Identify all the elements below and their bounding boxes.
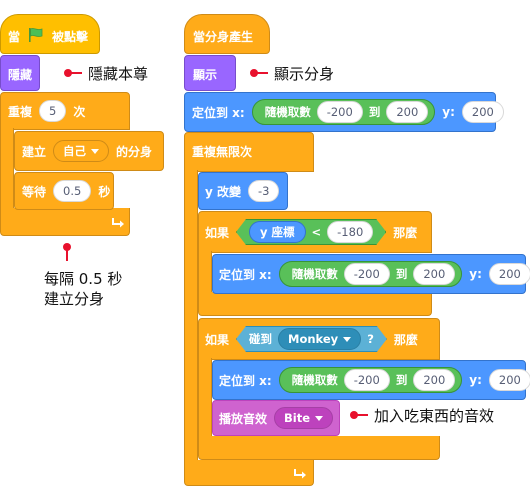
if-bottom-1 (198, 292, 432, 316)
repeat-unit: 次 (73, 104, 86, 119)
less-than-symbol: < (311, 225, 322, 239)
y-position-reporter[interactable]: y 座標 (249, 221, 306, 243)
touching-target-value: Monkey (288, 332, 339, 346)
forever-bottom (184, 460, 314, 486)
random-label-2: 隨機取數 (291, 267, 338, 281)
chevron-down-icon (91, 148, 100, 154)
pick-random-reporter-2[interactable]: 隨機取數 -200 到 200 (278, 261, 463, 287)
goto-label-2: 定位到 x: (219, 267, 272, 282)
clone-annotation-line2: 建立分身 (44, 290, 105, 308)
green-flag-icon (27, 26, 45, 47)
show-label: 顯示 (193, 68, 218, 82)
loop-arrow-icon (112, 218, 124, 228)
chevron-down-icon (343, 337, 351, 342)
repeat-arm (0, 128, 14, 212)
forever-block[interactable] (184, 132, 314, 172)
random-label-3: 隨機取數 (291, 373, 338, 387)
hide-label: 隱藏 (8, 68, 33, 82)
y-position-label: y 座標 (260, 225, 295, 239)
repeat-block[interactable] (0, 92, 130, 130)
wait-unit: 秒 (98, 184, 111, 199)
show-annotation: 顯示分身 (274, 65, 335, 83)
forever-arm (184, 170, 198, 462)
show-block[interactable] (184, 55, 236, 91)
touching-predicate[interactable]: 碰到 Monkey ? (236, 326, 387, 352)
random-to-input-2[interactable]: 200 (413, 263, 456, 285)
random-label-1: 隨機取數 (264, 105, 311, 119)
touching-label: 碰到 (249, 332, 273, 346)
wait-label: 等待 (22, 184, 47, 199)
random-to-label-3: 到 (395, 373, 408, 387)
loop-arrow-icon (294, 469, 306, 479)
forever-label: 重複無限次 (192, 145, 253, 159)
sound-annotation: 加入吃東西的音效 (374, 407, 495, 425)
random-to-label-1: 到 (368, 105, 381, 119)
sound-annotation-line (354, 414, 368, 416)
pick-random-reporter-1[interactable]: 隨機取數 -200 到 200 (251, 99, 436, 125)
goto-label-1: 定位到 x: (192, 105, 245, 120)
if-arm-1 (198, 251, 212, 295)
if-bottom-2 (198, 436, 440, 460)
if-arm-2 (198, 358, 212, 440)
when-flag-clicked-hat[interactable] (0, 14, 100, 54)
clone-target-value: 自己 (63, 144, 87, 158)
create-clone-suffix: 的分身 (116, 144, 153, 159)
random-from-input-2[interactable]: -200 (343, 263, 390, 285)
sound-value: Bite (284, 411, 311, 425)
less-than-operator[interactable]: y 座標 < -180 (236, 219, 386, 245)
when-clone-starts-hat[interactable] (184, 14, 270, 54)
clone-annotation-line1: 每隔 0.5 秒 (44, 270, 123, 288)
play-sound-label: 播放音效 (219, 411, 268, 426)
hat-prefix: 當 (8, 30, 21, 44)
create-clone-label: 建立 (22, 144, 47, 159)
y-input-3[interactable]: 200 (488, 369, 530, 391)
y-label-3: y: (469, 373, 482, 387)
y-input-1[interactable]: 200 (461, 101, 504, 123)
clone-target-dropdown[interactable]: 自己 (53, 140, 110, 162)
y-label-1: y: (442, 105, 455, 119)
goto-label-3: 定位到 x: (219, 373, 272, 388)
change-y-input[interactable]: -3 (248, 180, 280, 202)
pick-random-reporter-3[interactable]: 隨機取數 -200 到 200 (278, 367, 463, 393)
repeat-label: 重複 (8, 104, 33, 119)
random-to-input-1[interactable]: 200 (386, 101, 429, 123)
clone-hat-label: 當分身產生 (193, 30, 254, 44)
if-label-1: 如果 (205, 225, 230, 240)
hide-block[interactable] (0, 55, 40, 91)
repeat-count-input[interactable]: 5 (39, 100, 67, 122)
sound-dropdown[interactable]: Bite (274, 407, 334, 429)
random-from-input-1[interactable]: -200 (316, 101, 363, 123)
touching-target-dropdown[interactable]: Monkey (278, 328, 361, 350)
random-to-input-3[interactable]: 200 (413, 369, 456, 391)
chevron-down-icon (315, 415, 324, 421)
hide-annotation: 隱藏本尊 (88, 65, 149, 83)
compare-value-input[interactable]: -180 (327, 221, 373, 243)
hat-row: 當 被點擊 (8, 26, 88, 47)
hat-suffix: 被點擊 (52, 30, 89, 44)
hide-annotation-line (68, 72, 82, 74)
random-from-input-3[interactable]: -200 (343, 369, 390, 391)
repeat-bottom (0, 208, 130, 236)
wait-seconds-input[interactable]: 0.5 (53, 180, 92, 202)
show-annotation-line (254, 72, 268, 74)
then-label-2: 那麼 (393, 332, 418, 347)
y-input-2[interactable]: 200 (488, 263, 530, 285)
then-label-1: 那麼 (393, 225, 418, 240)
y-label-2: y: (469, 267, 482, 281)
if-label-2: 如果 (205, 332, 230, 347)
clone-annotation-line (66, 247, 68, 261)
question-mark: ? (367, 332, 374, 346)
change-y-label: y 改變 (205, 184, 242, 199)
random-to-label-2: 到 (395, 267, 408, 281)
